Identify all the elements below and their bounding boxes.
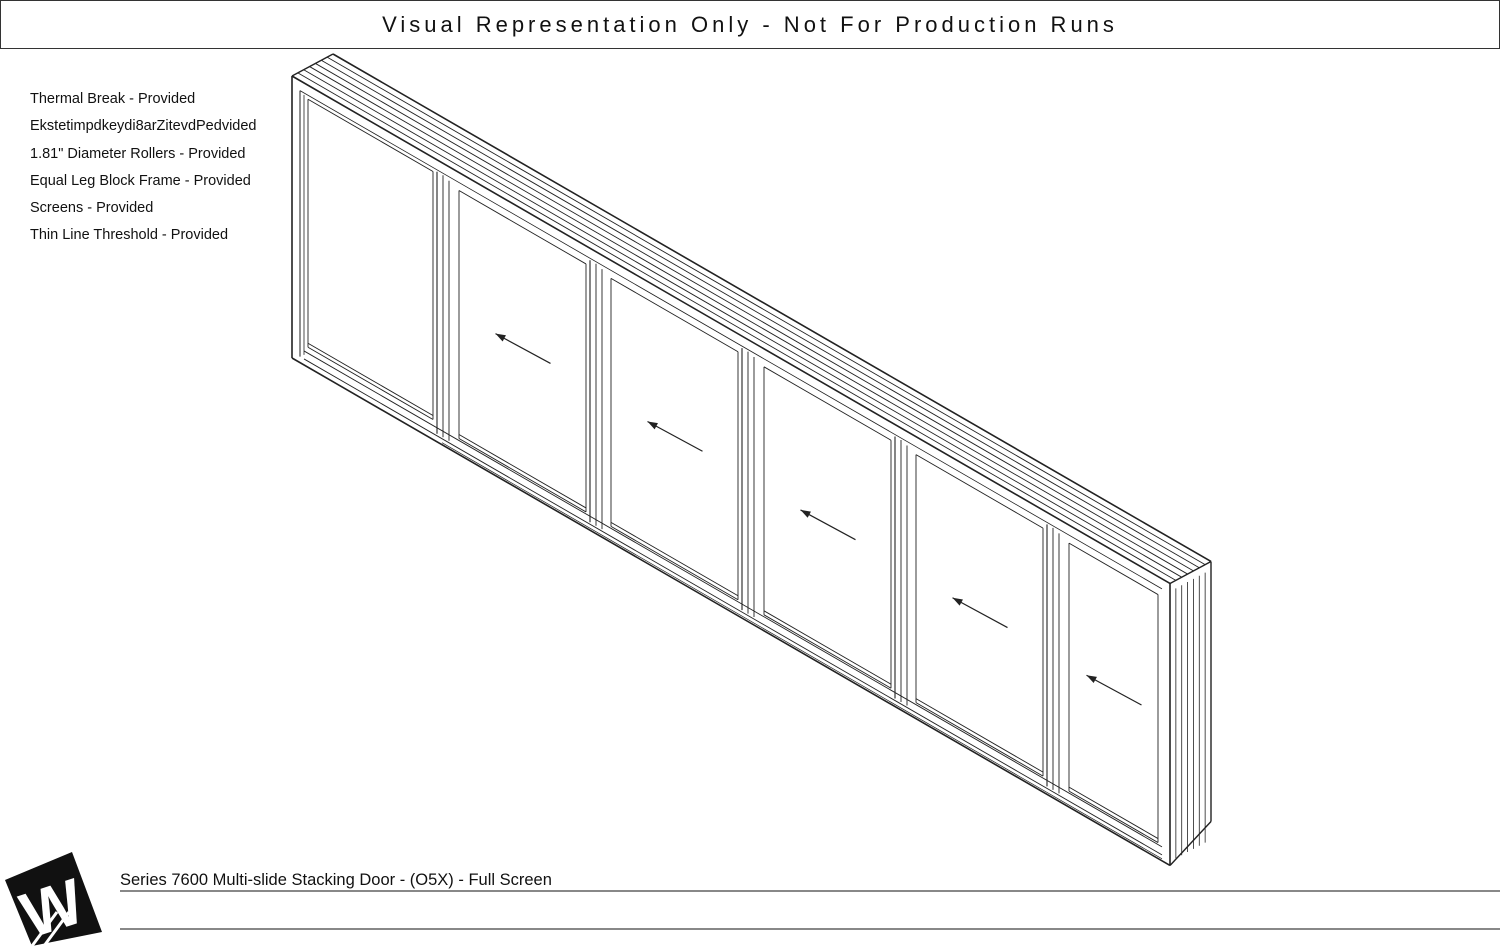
frame-top-stripe	[297, 72, 1177, 581]
sill-line	[303, 358, 1163, 856]
feature-item: Equal Leg Block Frame - Provided	[30, 172, 251, 189]
frame-top-right-edge	[1169, 560, 1212, 585]
panel-bottom-rail	[915, 702, 1044, 777]
feature-item: Screens - Provided	[30, 200, 154, 217]
panel-glass-bottom	[915, 698, 1044, 773]
panel-glass-bottom	[610, 521, 739, 597]
panel-bottom-rail	[307, 346, 434, 420]
frame-top-stripe	[326, 56, 1206, 566]
panel-glass-top	[307, 98, 434, 172]
disclaimer-banner: Visual Representation Only - Not For Pro…	[0, 0, 1500, 49]
arrow-head-icon	[800, 509, 811, 518]
sill-line	[441, 442, 1163, 860]
slide-direction-arrow	[952, 597, 1008, 629]
divider	[120, 928, 1500, 930]
feature-item: Thin Line Threshold - Provided	[30, 227, 229, 244]
slide-direction-arrow	[800, 509, 856, 541]
feature-list: Thermal Break - Provided Ekstetimpdkeydi…	[30, 86, 256, 250]
frame-top-edge	[291, 75, 1171, 585]
panel-glass-top	[763, 366, 892, 441]
feature-item: Ekstetimpdkeydi8arZitevdPedvided	[30, 118, 257, 135]
frame-top-stripe	[309, 66, 1188, 575]
frame-side-bottom-edge	[1169, 821, 1212, 866]
frame-top-stripe	[303, 69, 1182, 578]
arrow-head-icon	[647, 421, 658, 430]
frame-top-stripe	[321, 59, 1200, 569]
feature-item: Thermal Break - Provided	[30, 91, 196, 107]
panel-glass-top	[1068, 542, 1159, 595]
frame-top-left-edge	[291, 53, 334, 77]
panel-glass-bottom	[763, 610, 892, 685]
divider	[120, 890, 1500, 892]
slide-direction-arrow	[1086, 674, 1142, 706]
frame-bottom-edge	[291, 357, 1171, 867]
arrow-head-icon	[1086, 675, 1097, 684]
panel-glass-bottom	[458, 434, 587, 509]
panel-glass-top	[915, 454, 1044, 529]
panel-bottom-rail	[610, 525, 739, 601]
arrow-head-icon	[952, 597, 963, 606]
drawing-title: Series 7600 Multi-slide Stacking Door - …	[120, 871, 552, 889]
slide-direction-arrow	[495, 333, 551, 364]
arrow-head-icon	[495, 333, 506, 342]
panel-bottom-rail	[763, 614, 892, 689]
sill-line	[303, 350, 1163, 848]
panel-glass-bottom	[1068, 786, 1159, 839]
panel-glass-bottom	[307, 342, 434, 416]
slide-direction-arrow	[647, 420, 703, 452]
panel-bottom-rail	[458, 438, 587, 513]
panel-bottom-rail	[1068, 790, 1159, 843]
panel-glass-top	[610, 277, 739, 353]
frame-top-stripe	[315, 63, 1194, 572]
frame-top-stripe	[332, 53, 1212, 563]
feature-item: 1.81" Diameter Rollers - Provided	[30, 145, 246, 162]
frame-inner-top	[299, 90, 1163, 590]
panel-glass-top	[458, 190, 587, 265]
company-logo: W	[5, 852, 102, 946]
